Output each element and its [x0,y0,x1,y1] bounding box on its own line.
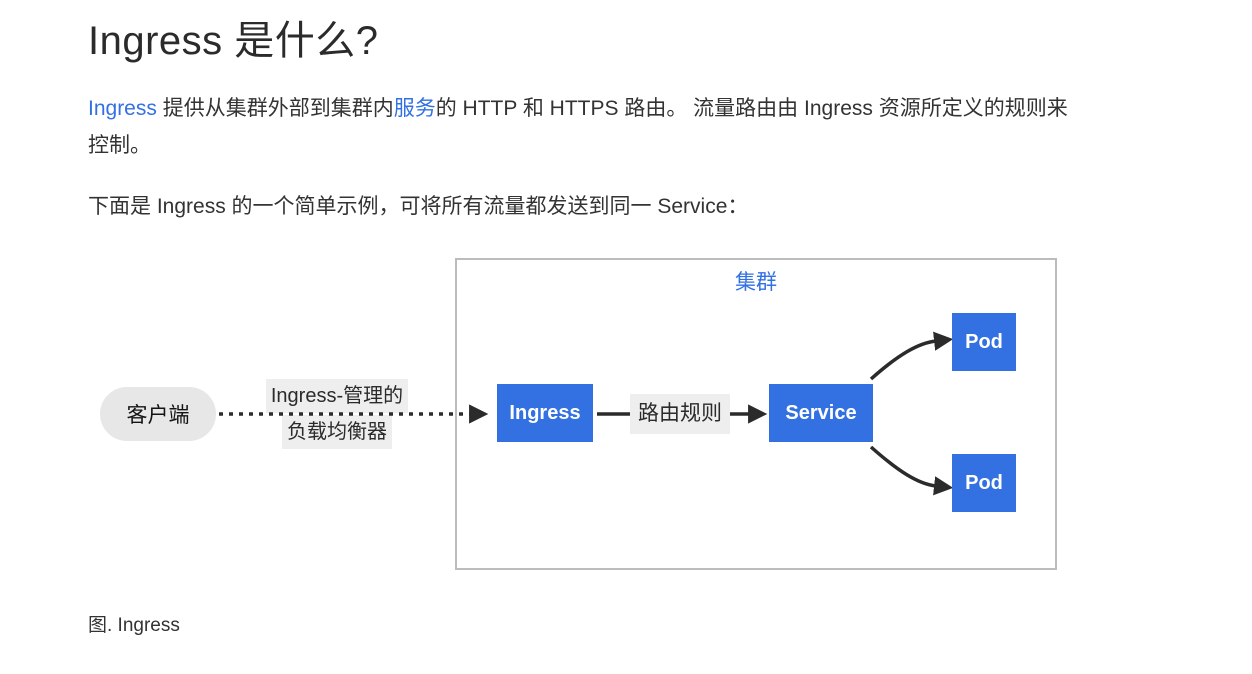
load-balancer-label-line2: 负载均衡器 [282,415,392,449]
intro-text-1: 提供从集群外部到集群内 [156,97,394,120]
example-paragraph: 下面是 Ingress 的一个简单示例，可将所有流量都发送到同一 Service… [88,195,749,218]
intro-text-2: 的 HTTP 和 HTTPS 路由。 流量路由由 Ingress 资源所定义的规… [88,97,1068,157]
cluster-label: 集群 [735,271,777,294]
page-title: Ingress 是什么? [88,19,379,63]
load-balancer-label: Ingress-管理的 负载均衡器 [250,379,424,449]
ingress-link[interactable]: Ingress [88,97,157,120]
pod-node-top: Pod [952,313,1016,371]
route-rule-label: 路由规则 [630,394,730,434]
intro-paragraph: Ingress 提供从集群外部到集群内服务的 HTTP 和 HTTPS 路由。 … [88,90,1073,164]
pod-node-bottom: Pod [952,454,1016,512]
figure-caption: 图. Ingress [88,615,180,636]
service-link[interactable]: 服务 [393,97,436,120]
load-balancer-label-line1: Ingress-管理的 [265,379,409,413]
service-node: Service [769,384,873,442]
client-node: 客户端 [100,387,216,441]
ingress-node: Ingress [497,384,593,442]
